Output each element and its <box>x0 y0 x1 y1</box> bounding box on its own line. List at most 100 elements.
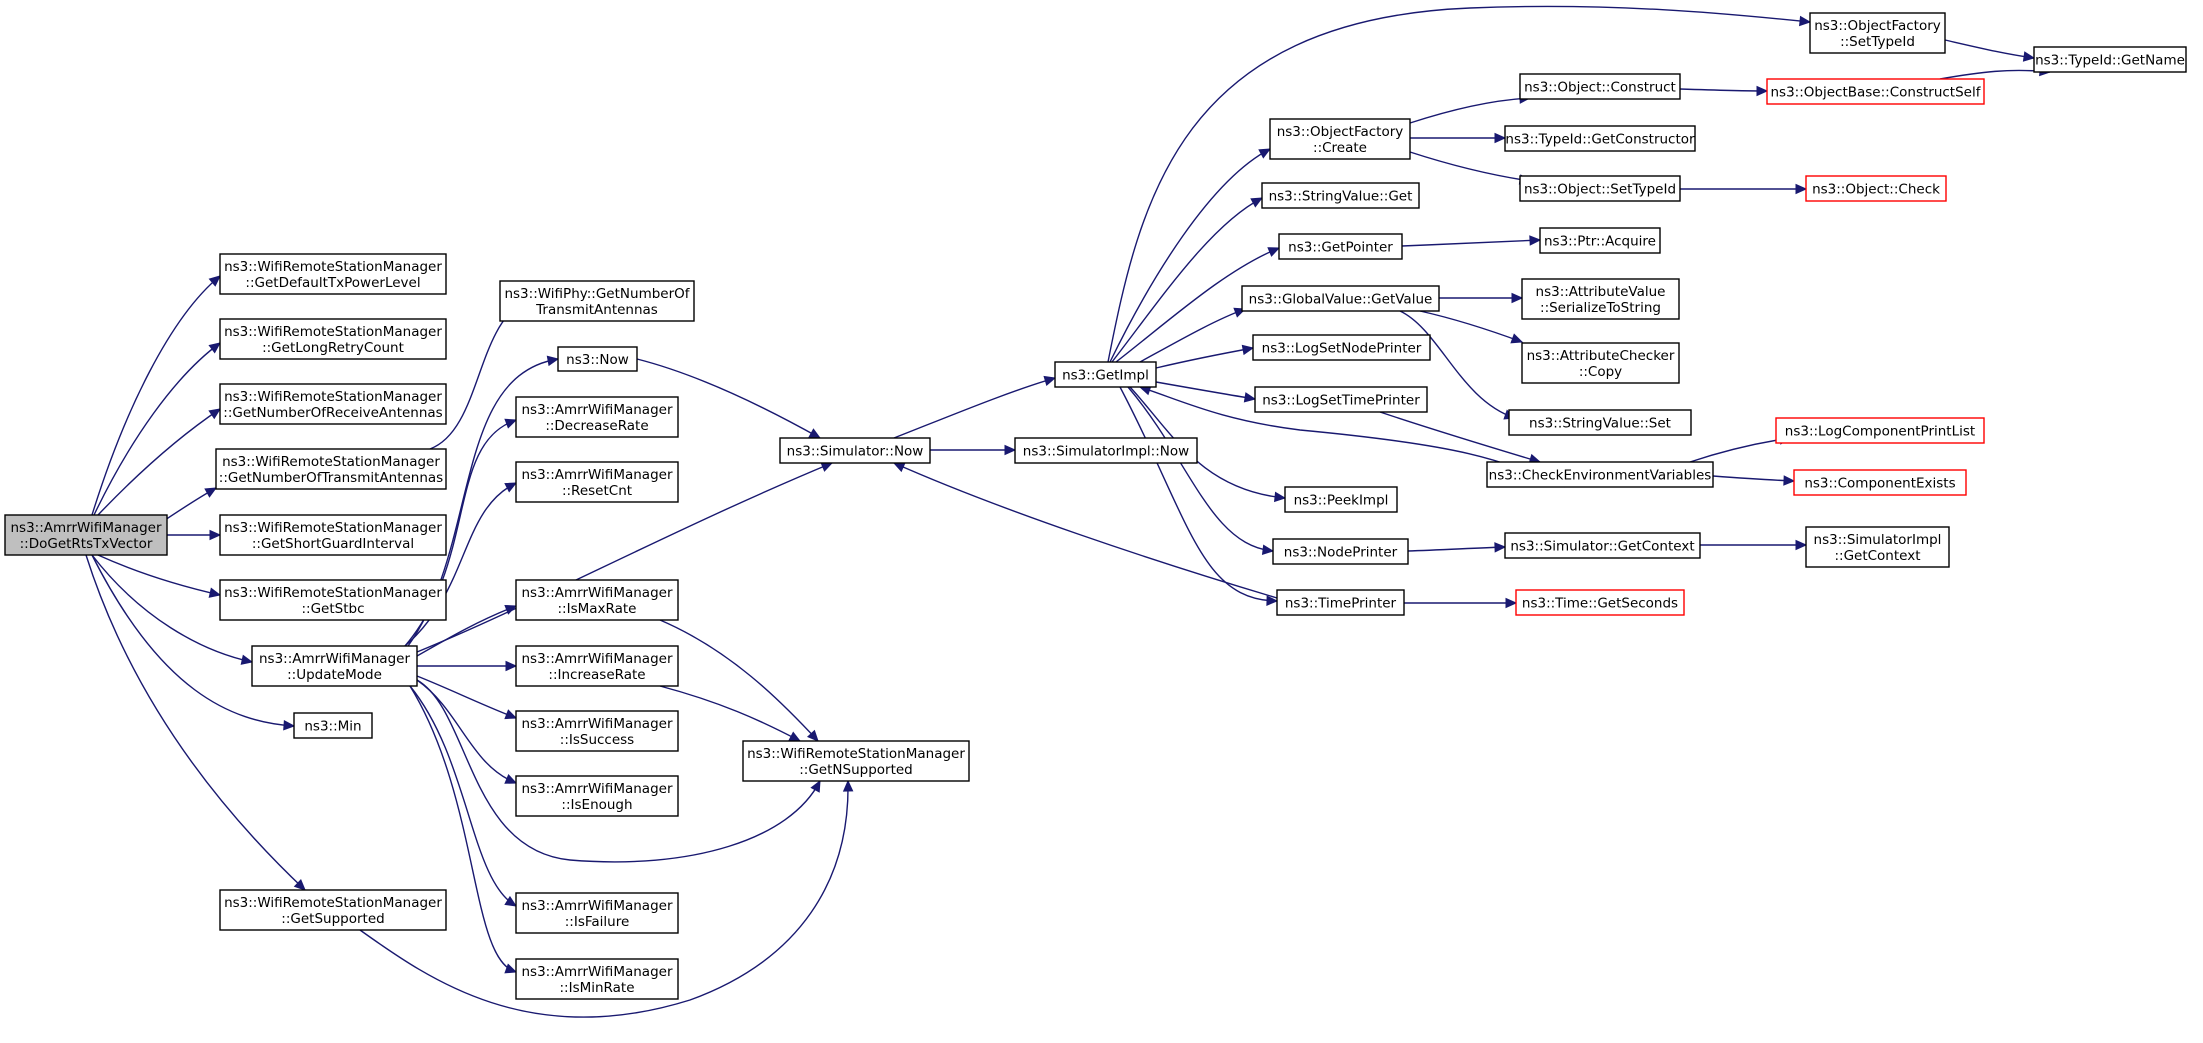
node-isfailure[interactable]: ns3::AmrrWifiManager::IsFailure <box>515 892 679 934</box>
node-numtx[interactable]: ns3::WifiRemoteStationManager::GetNumber… <box>215 448 447 490</box>
node-box[interactable] <box>1508 409 1692 436</box>
node-box[interactable] <box>219 253 447 295</box>
node-ofsettid[interactable]: ns3::ObjectFactory::SetTypeId <box>1809 12 1946 54</box>
node-simimplnow[interactable]: ns3::SimulatorImpl::Now <box>1014 437 1198 464</box>
node-box[interactable] <box>515 892 679 934</box>
node-box[interactable] <box>219 889 447 931</box>
node-objcheck[interactable]: ns3::Object::Check <box>1805 175 1947 202</box>
node-box[interactable] <box>779 437 931 464</box>
node-box[interactable] <box>1805 526 1950 568</box>
node-box[interactable] <box>1775 417 1985 444</box>
node-box[interactable] <box>1276 589 1405 616</box>
node-isenough[interactable]: ns3::AmrrWifiManager::IsEnough <box>515 775 679 817</box>
node-nodeprinter[interactable]: ns3::NodePrinter <box>1272 538 1409 565</box>
node-box[interactable] <box>1254 386 1428 413</box>
node-simgetctx[interactable]: ns3::Simulator::GetContext <box>1504 532 1701 559</box>
node-box[interactable] <box>215 448 447 490</box>
node-box[interactable] <box>1486 461 1714 488</box>
node-box[interactable] <box>1515 589 1685 616</box>
node-box[interactable] <box>1241 285 1440 312</box>
node-box[interactable] <box>1519 73 1681 100</box>
node-box[interactable] <box>2033 46 2187 73</box>
node-box[interactable] <box>1793 469 1967 496</box>
node-obconstructself[interactable]: ns3::ObjectBase::ConstructSelf <box>1766 78 1985 105</box>
node-compexists[interactable]: ns3::ComponentExists <box>1793 469 1967 496</box>
node-box[interactable] <box>1269 118 1411 160</box>
node-box[interactable] <box>1284 486 1398 513</box>
node-box[interactable] <box>251 645 418 687</box>
node-box[interactable] <box>515 710 679 752</box>
node-gvget[interactable]: ns3::GlobalValue::GetValue <box>1241 285 1440 312</box>
node-box[interactable] <box>1272 538 1409 565</box>
node-strset[interactable]: ns3::StringValue::Set <box>1508 409 1692 436</box>
node-box[interactable] <box>219 318 447 360</box>
node-box[interactable] <box>1054 361 1157 388</box>
node-ismax[interactable]: ns3::AmrrWifiManager::IsMaxRate <box>515 579 679 621</box>
node-box[interactable] <box>1539 227 1661 254</box>
node-ismin[interactable]: ns3::AmrrWifiManager::IsMinRate <box>515 958 679 1000</box>
node-box[interactable] <box>515 645 679 687</box>
node-box[interactable] <box>1261 182 1420 209</box>
node-logtime[interactable]: ns3::LogSetTimePrinter <box>1254 386 1428 413</box>
node-defpow[interactable]: ns3::WifiRemoteStationManager::GetDefaul… <box>219 253 447 295</box>
node-logcomp[interactable]: ns3::LogComponentPrintList <box>1775 417 1985 444</box>
node-sgi[interactable]: ns3::WifiRemoteStationManager::GetShortG… <box>219 514 447 556</box>
node-resetcnt[interactable]: ns3::AmrrWifiManager::ResetCnt <box>515 461 679 503</box>
node-avser[interactable]: ns3::AttributeValue::SerializeToString <box>1521 278 1680 320</box>
node-box[interactable] <box>1014 437 1198 464</box>
node-update[interactable]: ns3::AmrrWifiManager::UpdateMode <box>251 645 418 687</box>
node-longretry[interactable]: ns3::WifiRemoteStationManager::GetLongRe… <box>219 318 447 360</box>
node-box[interactable] <box>1766 78 1985 105</box>
node-box[interactable] <box>515 775 679 817</box>
node-box[interactable] <box>1805 175 1947 202</box>
node-box[interactable] <box>1504 125 1696 152</box>
node-checkenv[interactable]: ns3::CheckEnvironmentVariables <box>1486 461 1714 488</box>
node-box[interactable] <box>499 280 695 322</box>
node-root[interactable]: ns3::AmrrWifiManager::DoGetRtsTxVector <box>4 514 168 556</box>
node-issuccess[interactable]: ns3::AmrrWifiManager::IsSuccess <box>515 710 679 752</box>
node-min[interactable]: ns3::Min <box>293 712 373 739</box>
node-box[interactable] <box>1252 334 1431 361</box>
node-getimpl[interactable]: ns3::GetImpl <box>1054 361 1157 388</box>
node-ptracquire[interactable]: ns3::Ptr::Acquire <box>1539 227 1661 254</box>
node-getsupported[interactable]: ns3::WifiRemoteStationManager::GetSuppor… <box>219 889 447 931</box>
node-numrx[interactable]: ns3::WifiRemoteStationManager::GetNumber… <box>219 383 447 425</box>
node-accopy[interactable]: ns3::AttributeChecker::Copy <box>1521 342 1680 384</box>
node-box[interactable] <box>557 346 638 372</box>
node-now[interactable]: ns3::Now <box>557 346 638 372</box>
node-box[interactable] <box>293 712 373 739</box>
node-increase[interactable]: ns3::AmrrWifiManager::IncreaseRate <box>515 645 679 687</box>
node-phytx[interactable]: ns3::WifiPhy::GetNumberOfTransmitAntenna… <box>499 280 695 322</box>
node-box[interactable] <box>1278 233 1403 260</box>
node-box[interactable] <box>219 383 447 425</box>
node-tidgetname[interactable]: ns3::TypeId::GetName <box>2033 46 2187 73</box>
node-box[interactable] <box>1519 175 1681 202</box>
node-timeprinter[interactable]: ns3::TimePrinter <box>1276 589 1405 616</box>
node-box[interactable] <box>1521 278 1680 320</box>
node-box[interactable] <box>515 396 679 438</box>
node-box[interactable] <box>219 514 447 556</box>
node-box[interactable] <box>515 461 679 503</box>
node-nsupported[interactable]: ns3::WifiRemoteStationManager::GetNSuppo… <box>742 740 970 782</box>
node-stbc[interactable]: ns3::WifiRemoteStationManager::GetStbc <box>219 579 447 621</box>
node-box[interactable] <box>219 579 447 621</box>
node-timegetsec[interactable]: ns3::Time::GetSeconds <box>1515 589 1685 616</box>
node-strget[interactable]: ns3::StringValue::Get <box>1261 182 1420 209</box>
node-objconstruct[interactable]: ns3::Object::Construct <box>1519 73 1681 100</box>
node-decrease[interactable]: ns3::AmrrWifiManager::DecreaseRate <box>515 396 679 438</box>
node-simnow[interactable]: ns3::Simulator::Now <box>779 437 931 464</box>
node-getpointer[interactable]: ns3::GetPointer <box>1278 233 1403 260</box>
node-box[interactable] <box>4 514 168 556</box>
node-ofcreate[interactable]: ns3::ObjectFactory::Create <box>1269 118 1411 160</box>
node-getctor[interactable]: ns3::TypeId::GetConstructor <box>1504 125 1696 152</box>
node-box[interactable] <box>1521 342 1680 384</box>
node-peek[interactable]: ns3::PeekImpl <box>1284 486 1398 513</box>
node-box[interactable] <box>515 579 679 621</box>
node-lognode[interactable]: ns3::LogSetNodePrinter <box>1252 334 1431 361</box>
node-simimplctx[interactable]: ns3::SimulatorImpl::GetContext <box>1805 526 1950 568</box>
node-box[interactable] <box>515 958 679 1000</box>
node-box[interactable] <box>1809 12 1946 54</box>
node-objsettid[interactable]: ns3::Object::SetTypeId <box>1519 175 1681 202</box>
node-box[interactable] <box>742 740 970 782</box>
node-box[interactable] <box>1504 532 1701 559</box>
